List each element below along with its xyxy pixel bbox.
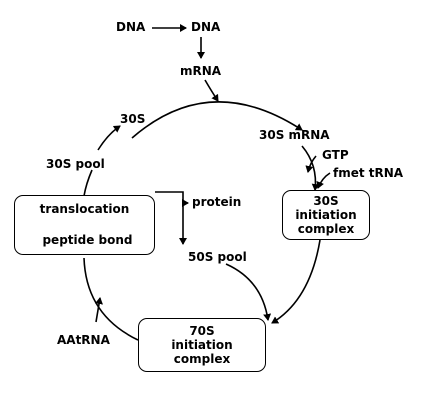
70s-complex-line2: initiation [171,338,233,352]
30s-complex-line3: complex [297,222,355,236]
aatrna-arrow [95,297,103,323]
arc-translocation-to-30s-pool [83,169,93,197]
mrna-joining-arrow [204,79,219,102]
fmet-trna-label: fmet tRNA [333,166,404,180]
30s-complex-line2: initiation [295,208,357,222]
70s-initiation-complex-box: 70S initiation complex [138,318,266,372]
protein-release-arrow [155,191,189,207]
translocation-text: translocation [39,202,130,216]
70s-complex-line3: complex [173,352,231,366]
arc-complex-to-70s [271,239,321,324]
30s-initiation-complex-box: 30S initiation complex [282,190,370,240]
translocation-peptide-box: translocation peptide bond [14,195,155,255]
70s-complex-line1: 70S [189,324,215,338]
gtp-label: GTP [322,148,349,162]
mrna-label: mRNA [180,64,222,78]
arc-70s-to-translocation [83,257,139,341]
cycle-arc-top [131,101,303,139]
aatrna-label: AAtRNA [57,333,110,347]
fmet-trna-arrow [316,172,331,189]
30s-pool-label: 30S pool [46,157,105,171]
30s-mrna-label: 30S mRNA [259,128,330,142]
arc-30s-mrna-to-complex [301,145,320,191]
30s-label: 30S [120,112,146,126]
50s-pool-label: 50S pool [188,250,247,264]
peptide-bond-text: peptide bond [42,233,133,247]
dna-label-left: DNA [116,20,146,34]
protein-label: protein [192,195,242,209]
dna-label-right: DNA [191,20,221,34]
30s-complex-line1: 30S [313,194,339,208]
arc-30s-pool-to-30s [97,125,121,151]
50s-pool-to-70s-arrow [225,263,272,321]
gtp-arrow [305,155,317,173]
